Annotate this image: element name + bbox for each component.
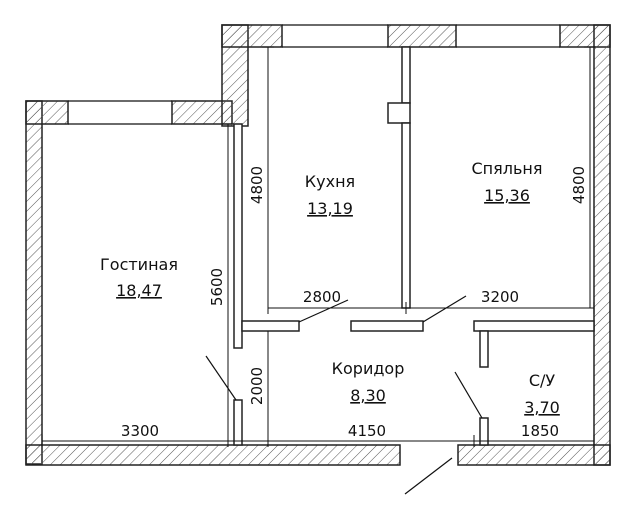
dim-kitchen-height: 4800 [248,166,266,204]
room-area-corridor: 8,30 [350,386,386,405]
interior-walls [233,46,595,446]
room-name-living: Гостиная [100,255,178,274]
room-labels: Гостиная 18,47 Кухня 13,19 Спяльня 15,36… [100,159,560,417]
room-name-corridor: Коридор [332,359,405,378]
dim-kitchen-width: 2800 [303,288,341,306]
room-area-bathroom: 3,70 [524,398,560,417]
dim-living-width: 3300 [121,422,159,440]
dim-living-height: 5600 [208,268,226,306]
room-name-bathroom: С/У [529,371,556,390]
room-name-bedroom: Спяльня [472,159,543,178]
dim-bathroom-width: 1850 [521,422,559,440]
windows [68,24,560,125]
door-swings [205,295,483,495]
dimension-lines [41,46,596,447]
dim-corridor-width: 4150 [348,422,386,440]
dim-corridor-height: 2000 [248,367,266,405]
room-area-living: 18,47 [116,281,162,300]
room-area-bedroom: 15,36 [484,186,530,205]
outer-walls [25,24,611,466]
dim-bedroom-width: 3200 [481,288,519,306]
dimension-labels: 3300 4150 1850 2800 3200 4800 4800 5600 … [121,166,588,440]
room-name-kitchen: Кухня [305,172,355,191]
dim-bedroom-height: 4800 [570,166,588,204]
room-area-kitchen: 13,19 [307,199,353,218]
